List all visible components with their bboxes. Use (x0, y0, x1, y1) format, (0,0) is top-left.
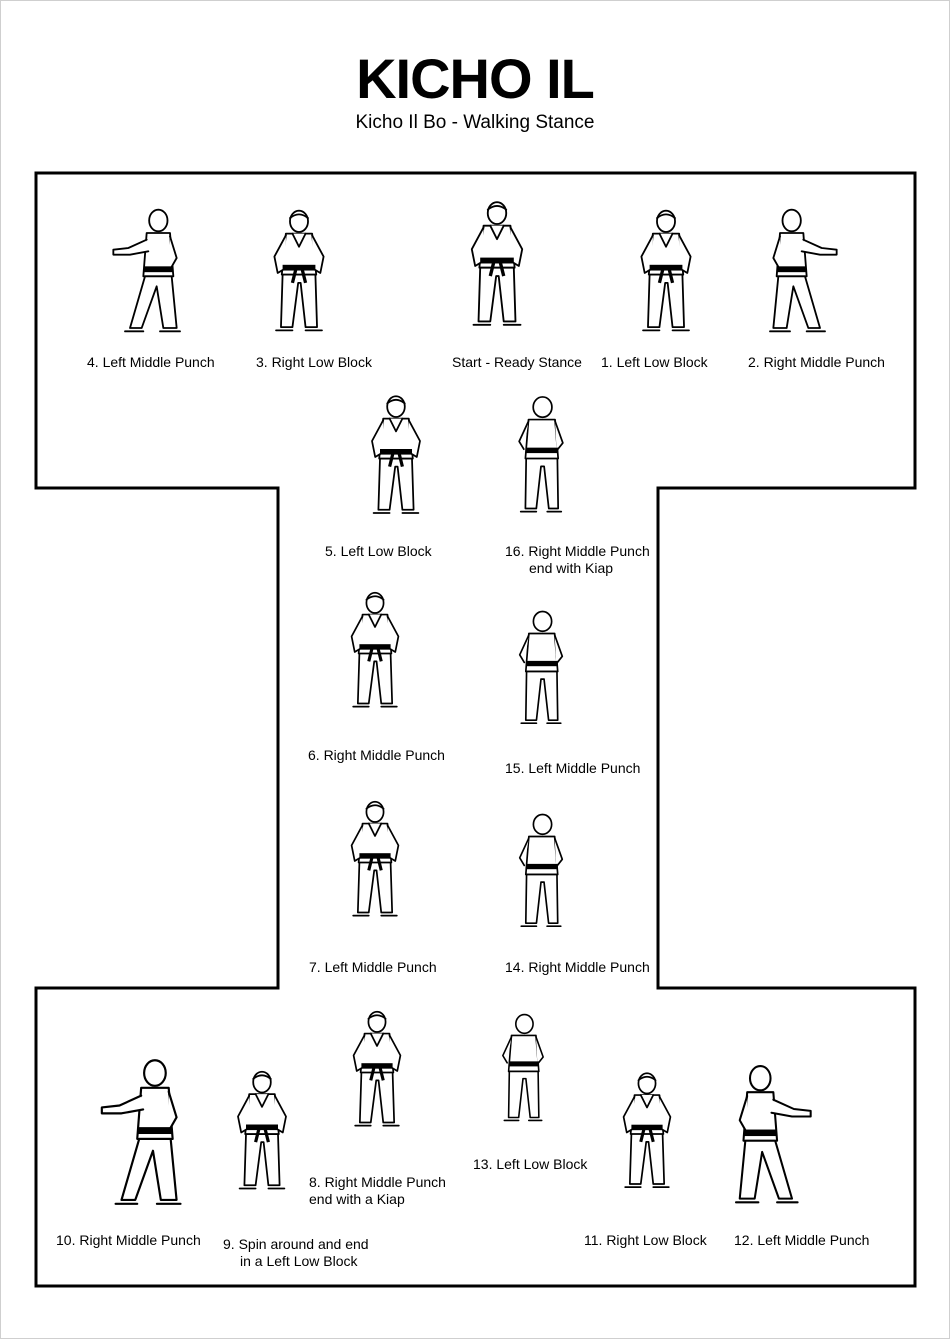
martial-artist-front-icon (625, 198, 707, 348)
martial-artist-front-icon (258, 198, 340, 348)
figure-move-6 (336, 572, 414, 732)
martial-artist-side-icon (708, 1062, 820, 1212)
figure-move-4 (105, 198, 205, 348)
page-subtitle: Kicho Il Bo - Walking Stance (355, 112, 595, 133)
figure-move-5 (356, 378, 436, 536)
martial-artist-back-icon (503, 794, 579, 952)
figure-move-14 (503, 794, 579, 952)
label-move-11: 11. Right Low Block (584, 1232, 707, 1248)
figure-move-3 (258, 198, 340, 348)
martial-artist-side-icon (745, 198, 845, 348)
figure-move-8 (338, 990, 416, 1152)
martial-artist-front-icon (222, 1050, 302, 1215)
martial-artist-back-icon (502, 378, 580, 536)
label-start: Start - Ready Stance (452, 354, 582, 370)
martial-artist-front-icon (455, 186, 539, 346)
figure-move-7 (336, 778, 414, 944)
figure-move-15 (503, 590, 579, 750)
figure-move-11 (608, 1055, 686, 1210)
figure-move-2 (745, 198, 845, 348)
martial-artist-front-icon (608, 1055, 686, 1210)
label-move-2: 2. Right Middle Punch (748, 354, 885, 370)
label-move-15: 15. Left Middle Punch (505, 760, 641, 776)
label-move-12: 12. Left Middle Punch (734, 1232, 870, 1248)
figure-move-12 (708, 1062, 820, 1212)
label-move-3: 3. Right Low Block (256, 354, 372, 370)
martial-artist-back-icon (503, 590, 579, 750)
figure-move-10 (92, 1050, 210, 1220)
label-move-14: 14. Right Middle Punch (505, 959, 650, 975)
martial-artist-back-icon (487, 992, 559, 1148)
martial-artist-front-icon (356, 378, 436, 536)
figure-move-9 (222, 1050, 302, 1215)
martial-artist-side-icon (92, 1050, 210, 1220)
label-move-4: 4. Left Middle Punch (87, 354, 215, 370)
figure-start (455, 186, 539, 346)
martial-artist-front-icon (338, 990, 416, 1152)
label-move-13: 13. Left Low Block (473, 1156, 588, 1172)
figure-move-13 (487, 992, 559, 1148)
page-title: KICHO IL (356, 47, 595, 110)
martial-artist-side-icon (105, 198, 205, 348)
figure-move-1 (625, 198, 707, 348)
label-move-5: 5. Left Low Block (325, 543, 432, 559)
label-move-6: 6. Right Middle Punch (308, 747, 445, 763)
martial-artist-front-icon (336, 778, 414, 944)
label-move-1: 1. Left Low Block (601, 354, 708, 370)
label-move-10: 10. Right Middle Punch (56, 1232, 201, 1248)
martial-artist-front-icon (336, 572, 414, 732)
figure-move-16 (502, 378, 580, 536)
label-move-7: 7. Left Middle Punch (309, 959, 437, 975)
